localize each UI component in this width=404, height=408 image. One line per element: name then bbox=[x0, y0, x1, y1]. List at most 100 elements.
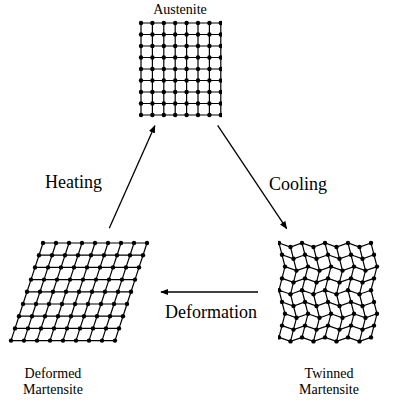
atom-dot bbox=[137, 265, 141, 269]
atom-dot bbox=[314, 280, 318, 284]
atom-dot bbox=[173, 90, 177, 94]
atom-dot bbox=[219, 55, 222, 59]
atom-dot bbox=[184, 90, 188, 94]
atom-dot bbox=[150, 113, 154, 117]
atom-dot bbox=[139, 55, 143, 59]
atom-dot bbox=[115, 253, 119, 257]
atom-dot bbox=[69, 314, 73, 318]
atom-dot bbox=[26, 326, 30, 330]
phase-label: Deformed Martensite bbox=[5, 366, 101, 398]
atom-dot bbox=[196, 90, 200, 94]
atom-dot bbox=[173, 32, 177, 36]
atom-dot bbox=[306, 264, 310, 268]
atom-dot bbox=[99, 302, 103, 306]
atom-dot bbox=[51, 290, 55, 294]
atom-dot bbox=[139, 44, 143, 48]
atom-dot bbox=[68, 277, 72, 281]
atom-dot bbox=[38, 290, 42, 294]
atom-dot bbox=[100, 338, 104, 342]
atom-dot bbox=[150, 21, 154, 25]
atom-dot bbox=[93, 241, 97, 245]
atom-dot bbox=[173, 101, 177, 105]
atom-dot bbox=[173, 78, 177, 82]
atom-dot bbox=[63, 253, 67, 257]
atom-dot bbox=[184, 78, 188, 82]
atom-dot bbox=[162, 90, 166, 94]
atom-dot bbox=[317, 316, 321, 320]
atom-dot bbox=[132, 241, 136, 245]
atom-dot bbox=[133, 277, 137, 281]
atom-dot bbox=[150, 55, 154, 59]
atom-dot bbox=[113, 338, 117, 342]
atom-dot bbox=[121, 314, 125, 318]
atom-dot bbox=[369, 335, 373, 339]
atom-dot bbox=[196, 44, 200, 48]
atom-dot bbox=[61, 338, 65, 342]
atom-dot bbox=[360, 304, 364, 308]
atom-dot bbox=[372, 253, 376, 257]
atom-dot bbox=[125, 302, 129, 306]
atom-dot bbox=[90, 290, 94, 294]
atom-dot bbox=[291, 327, 295, 331]
atom-dot bbox=[337, 280, 341, 284]
atom-dot bbox=[22, 338, 26, 342]
atom-dot bbox=[219, 44, 222, 48]
atom-dot bbox=[326, 300, 330, 304]
atom-dot bbox=[349, 253, 353, 257]
process-label: Heating bbox=[44, 172, 103, 192]
atom-dot bbox=[173, 113, 177, 117]
atom-dot bbox=[196, 21, 200, 25]
atom-dot bbox=[337, 304, 341, 308]
atom-dot bbox=[64, 290, 68, 294]
atom-dot bbox=[162, 21, 166, 25]
crystal-lattice bbox=[138, 20, 222, 118]
atom-dot bbox=[85, 265, 89, 269]
atom-dot bbox=[50, 253, 54, 257]
atom-dot bbox=[207, 78, 211, 82]
atom-dot bbox=[112, 302, 116, 306]
atom-dot bbox=[39, 326, 43, 330]
atom-dot bbox=[303, 300, 307, 304]
atom-dot bbox=[150, 90, 154, 94]
atom-dot bbox=[349, 300, 353, 304]
atom-dot bbox=[56, 314, 60, 318]
atom-dot bbox=[288, 245, 292, 249]
process-arrow bbox=[161, 291, 258, 292]
atom-dot bbox=[207, 44, 211, 48]
atom-dot bbox=[150, 32, 154, 36]
atom-dot bbox=[340, 316, 344, 320]
atom-dot bbox=[196, 32, 200, 36]
atom-dot bbox=[103, 290, 107, 294]
atom-dot bbox=[120, 277, 124, 281]
atom-dot bbox=[173, 55, 177, 59]
atom-dot bbox=[219, 78, 222, 82]
atom-dot bbox=[375, 312, 379, 316]
crystal-lattice bbox=[278, 240, 380, 344]
atom-dot bbox=[196, 67, 200, 71]
atom-dot bbox=[306, 312, 310, 316]
atom-dot bbox=[357, 245, 361, 249]
atom-dot bbox=[219, 113, 222, 117]
atom-dot bbox=[145, 241, 149, 245]
atom-dot bbox=[294, 268, 298, 272]
atom-dot bbox=[47, 302, 51, 306]
atom-dot bbox=[303, 323, 307, 327]
phase-label: Austenite bbox=[125, 2, 235, 18]
atom-dot bbox=[73, 302, 77, 306]
process-label: Deformation bbox=[164, 302, 258, 322]
atom-dot bbox=[280, 323, 284, 327]
atom-dot bbox=[98, 265, 102, 269]
atom-dot bbox=[80, 241, 84, 245]
atom-dot bbox=[102, 253, 106, 257]
atom-dot bbox=[360, 257, 364, 261]
atom-dot bbox=[207, 55, 211, 59]
atom-dot bbox=[349, 323, 353, 327]
lattice-bonds bbox=[141, 23, 221, 115]
atom-dot bbox=[326, 323, 330, 327]
atom-dot bbox=[375, 264, 379, 268]
atom-dot bbox=[78, 326, 82, 330]
atom-dot bbox=[334, 245, 338, 249]
atom-dot bbox=[33, 265, 37, 269]
atom-dot bbox=[291, 257, 295, 261]
